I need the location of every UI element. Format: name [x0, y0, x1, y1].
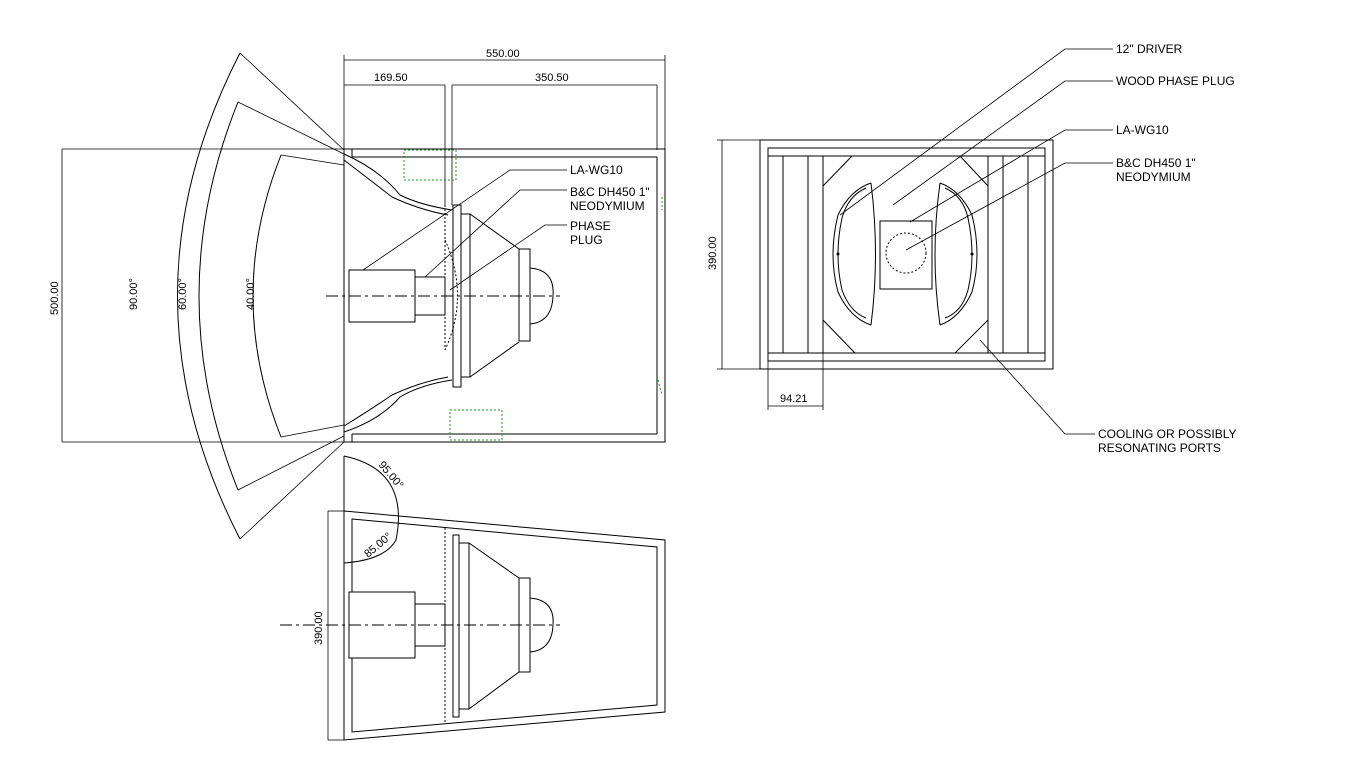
side-view: 550.00 169.50 350.50 500.00 — [49, 48, 666, 540]
dim-total-width: 550.00 — [486, 48, 520, 60]
front-callout-driver-line1: B&C DH450 1" — [1116, 156, 1196, 170]
front-callout-waveguide: LA-WG10 — [1116, 123, 1169, 137]
angle-60: 60.00° — [177, 278, 189, 310]
angle-90: 90.00° — [128, 278, 140, 310]
top-view: 95.00° 85.00° 390.00 — [280, 455, 666, 741]
dim-width-390-front-view: 390.00 — [707, 236, 719, 270]
front-callout-ports-line2: RESONATING PORTS — [1098, 441, 1221, 455]
front-callout-ports-line1: COOLING OR POSSIBLY — [1098, 427, 1236, 441]
front-callout-driver-line2: NEODYMIUM — [1116, 170, 1191, 184]
angle-40: 40.00° — [245, 278, 257, 310]
front-view: 390.00 94.21 12" DRIVER WOOD PHASE PLUG … — [707, 42, 1236, 455]
front-callout-wood-plug: WOOD PHASE PLUG — [1116, 74, 1235, 88]
side-callout-waveguide: LA-WG10 — [570, 163, 623, 177]
dim-height: 500.00 — [49, 281, 61, 315]
dim-port-width: 94.21 — [780, 393, 808, 405]
dim-width-390-top-view: 390.00 — [313, 611, 325, 645]
dim-rear-depth: 350.50 — [535, 72, 569, 84]
side-callout-driver-line2: NEODYMIUM — [570, 199, 645, 213]
side-callout-plug-line1: PHASE — [570, 219, 611, 233]
angle-95: 95.00° — [376, 459, 406, 491]
side-callout-plug-line2: PLUG — [570, 233, 603, 247]
front-callout-12-driver: 12" DRIVER — [1116, 42, 1183, 56]
dim-front-depth: 169.50 — [374, 72, 408, 84]
side-callout-driver-line1: B&C DH450 1" — [570, 185, 650, 199]
